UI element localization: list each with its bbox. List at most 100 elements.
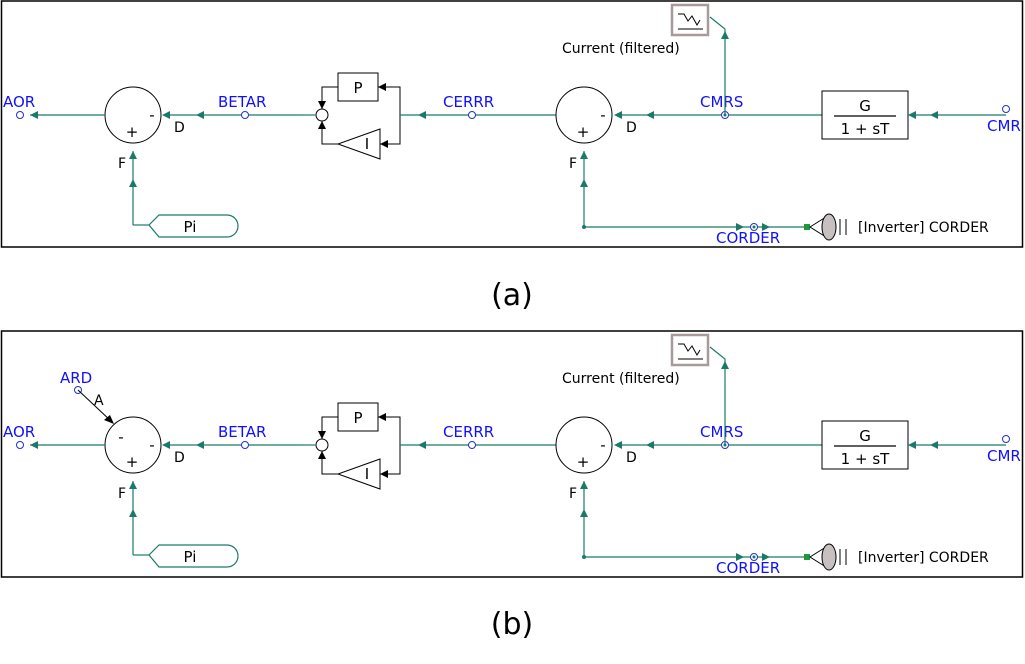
arrowhead [908,111,916,119]
arrowhead [129,509,137,517]
label-pi: Pi [184,218,197,236]
sum-junction-icon [555,86,613,144]
arrowhead [736,223,744,231]
arrowhead [104,415,114,424]
label-cmrs: CMRS [700,93,743,111]
sum1-minus-sign: - [149,436,154,454]
label-betar: BETAR [218,93,266,111]
sum2-minus-sign: - [600,436,605,454]
sum1-port-d: D [174,120,185,136]
receiver-port [804,554,810,560]
arrowhead [378,83,386,91]
sum1-port-f: F [118,156,126,172]
sum1-minus-sign: - [149,106,154,124]
junction-dot [582,555,586,559]
arrowhead [318,101,326,109]
arrowhead [930,111,938,119]
sum2-plus-sign: + [577,123,590,141]
sum1-plus-sign: + [126,453,139,471]
arrowhead [418,111,426,119]
label-aor: AOR [3,93,35,111]
arrowhead [908,441,916,449]
caption-b: (b) [491,607,533,642]
p-gain-label: P [353,79,362,97]
corder-dot [752,555,756,559]
wire-scope [709,346,726,445]
label-inverter-corder: [Inverter] CORDER [858,220,989,236]
pi-summer-icon [315,108,329,122]
label-current-filtered: Current (filtered) [562,371,680,387]
arrowhead [129,151,137,159]
sum2-plus-sign: + [577,453,590,471]
arrowhead [646,441,654,449]
cmr-node-icon [1002,435,1010,443]
arrowhead [129,481,137,489]
scope-trace-icon [678,13,701,26]
arrowhead [318,121,326,129]
speaker-cone-icon [821,543,837,571]
arrowhead [721,361,729,369]
label-current-filtered: Current (filtered) [562,41,680,57]
label-corder: CORDER [716,229,780,247]
label-cmr: CMR [987,447,1021,465]
arrowhead [721,31,729,39]
label-corder: CORDER [716,559,780,577]
tf-numerator: G [859,97,871,115]
label-cerrr: CERRR [443,93,494,111]
arrowhead [580,481,588,489]
corder-dot [752,225,756,229]
arrowhead [196,441,204,449]
arrowhead [380,470,388,478]
label-cerrr: CERRR [443,423,494,441]
integrator-label: I [365,465,369,483]
sum1-ard-minus: - [118,428,123,446]
ard-port-a: A [94,393,104,409]
pi-tag [148,544,239,568]
tf-denominator: 1 + sT [841,120,890,138]
label-aor: AOR [3,423,35,441]
scope-trace-icon [678,343,701,356]
arrowhead [380,140,388,148]
arrowhead [162,441,170,449]
arrowhead [614,111,622,119]
tf-denominator: 1 + sT [841,450,890,468]
arrowhead [129,179,137,187]
arrowhead [762,223,770,231]
p-gain-label: P [353,409,362,427]
label-pi: Pi [184,548,197,566]
aor-node-icon [16,111,24,119]
arrowhead [580,509,588,517]
sum2-minus-sign: - [600,106,605,124]
betar-node-icon [241,441,249,449]
p-gain-block [337,72,379,102]
pi-summer-icon [315,438,329,452]
aor-node-icon [16,441,24,449]
arrowhead [162,111,170,119]
label-inverter-corder: [Inverter] CORDER [858,550,989,566]
sum1-port-d: D [174,450,185,466]
caption-a: (a) [491,278,533,313]
sum1-port-f: F [118,486,126,502]
tf-numerator: G [859,427,871,445]
junction-dot [582,225,586,229]
betar-node-icon [241,111,249,119]
arrowhead [614,441,622,449]
pi-tag [148,214,239,238]
cerrr-node-icon [468,441,476,449]
transfer-function-block [821,90,909,140]
label-cmrs: CMRS [700,423,743,441]
arrowhead [318,451,326,459]
sum-junction-icon [555,416,613,474]
arrowhead [580,151,588,159]
arrowhead [378,413,386,421]
scope-icon[interactable] [670,3,710,37]
arrowhead [762,553,770,561]
arrowhead [930,441,938,449]
scope-icon[interactable] [670,333,710,367]
arrowhead [318,431,326,439]
integrator-label: I [365,135,369,153]
cmr-node-icon [1002,105,1010,113]
receiver-port [804,224,810,230]
